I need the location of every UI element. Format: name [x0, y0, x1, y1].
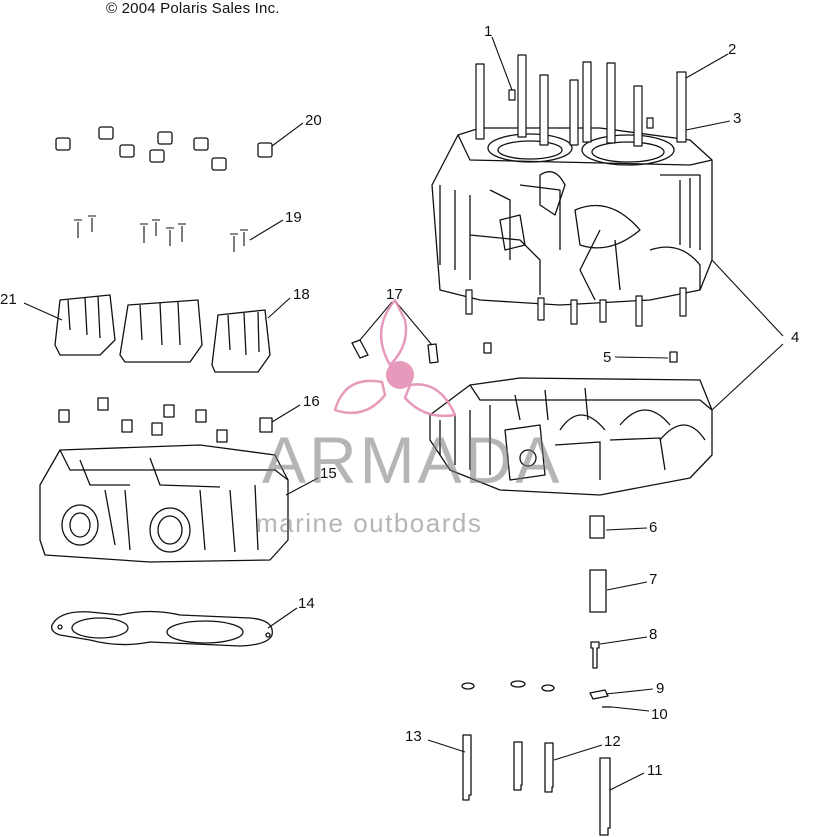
sleeves: [351, 339, 439, 364]
callout-15: 15: [320, 465, 337, 482]
callout-8: 8: [649, 626, 658, 643]
crankcase-upper: [431, 127, 713, 306]
dowel-sleeve-6: [589, 515, 605, 539]
head-gasket: [51, 610, 273, 647]
washers: [461, 680, 612, 708]
callout-7: 7: [649, 571, 658, 588]
callout-20: 20: [305, 112, 322, 129]
callout-5: 5: [603, 349, 612, 366]
watermark-title: ARMADA: [262, 423, 563, 497]
callout-10: 10: [651, 706, 668, 723]
callout-1: 1: [484, 23, 493, 40]
crankcase-lower: [429, 377, 713, 496]
callout-14: 14: [298, 595, 315, 612]
callout-16: 16: [303, 393, 320, 410]
callout-18: 18: [293, 286, 310, 303]
leader-lines: [23, 36, 784, 791]
long-bolts: [462, 734, 611, 836]
callout-3: 3: [733, 110, 742, 127]
watermark-logo-icon: [333, 298, 457, 418]
watermark-subtitle: marine outboards: [256, 508, 483, 538]
callout-6: 6: [649, 519, 658, 536]
callout-9: 9: [656, 680, 665, 697]
screws: [74, 215, 248, 252]
callout-2: 2: [728, 41, 737, 58]
cap-nuts: [55, 126, 273, 171]
callout-13: 13: [405, 728, 422, 745]
callout-17: 17: [386, 286, 403, 303]
callout-4: 4: [791, 329, 800, 346]
dowel-pins: [483, 342, 678, 363]
rocker-arms: [54, 294, 271, 373]
bolt-8: [590, 641, 600, 669]
copyright-text: © 2004 Polaris Sales Inc.: [106, 0, 280, 17]
crankcase-studs: [465, 54, 687, 327]
callout-11: 11: [647, 762, 663, 779]
callout-12: 12: [604, 733, 621, 750]
valve-lifters: [58, 397, 273, 443]
callout-19: 19: [285, 209, 302, 226]
cylinder-head: [39, 444, 289, 563]
tube-7: [589, 569, 607, 613]
callout-21: 21: [0, 291, 17, 308]
